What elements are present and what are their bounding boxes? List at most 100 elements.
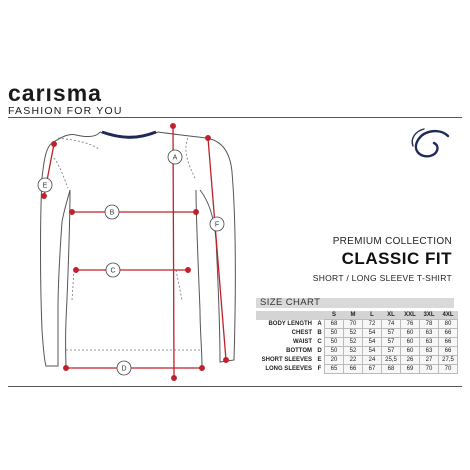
row-code: E xyxy=(315,355,325,365)
table-cell: 80 xyxy=(438,319,458,329)
row-label: CHEST xyxy=(256,328,315,338)
row-code: F xyxy=(315,364,325,374)
table-cell: 57 xyxy=(381,346,401,356)
row-code: D xyxy=(315,346,325,356)
table-cell: 74 xyxy=(381,319,401,329)
table-cell: 66 xyxy=(438,337,458,347)
marker-letter-e: E xyxy=(43,183,48,190)
marker-letter-b: B xyxy=(110,210,115,217)
table-cell: 52 xyxy=(343,346,363,356)
table-cell: 68 xyxy=(324,319,344,329)
measure-marker-b: B xyxy=(104,204,120,220)
table-cell: 26 xyxy=(400,355,420,365)
tshirt-outline xyxy=(40,131,236,369)
row-label: BODY LENGTH xyxy=(256,319,315,329)
table-cell: 66 xyxy=(438,346,458,356)
collection-label: PREMIUM COLLECTION xyxy=(332,236,452,247)
product-title-block: PREMIUM COLLECTION CLASSIC FIT SHORT / L… xyxy=(250,236,452,283)
table-cell: 50 xyxy=(324,337,344,347)
table-cell: 70 xyxy=(419,364,439,374)
size-header-cell: L xyxy=(362,311,382,320)
table-row: BOTTOM D 50 52 54 57 60 63 66 xyxy=(256,346,458,356)
table-cell: 57 xyxy=(381,328,401,338)
size-header-cell: 4XL xyxy=(438,311,458,320)
marker-letter-c: C xyxy=(110,268,115,275)
size-chart-header: SIZE CHART xyxy=(256,297,454,308)
row-label: BOTTOM xyxy=(256,346,315,356)
table-cell: 70 xyxy=(438,364,458,374)
size-guide-frame xyxy=(8,117,462,387)
table-cell: 52 xyxy=(343,337,363,347)
collar-trim xyxy=(101,130,157,139)
row-code: A xyxy=(315,319,325,329)
row-code: C xyxy=(315,337,325,347)
table-cell: 50 xyxy=(324,346,344,356)
table-cell: 72 xyxy=(362,319,382,329)
table-row: CHEST B 50 52 54 57 60 63 66 xyxy=(256,328,458,338)
table-cell: 69 xyxy=(400,364,420,374)
size-chart-title: SIZE CHART xyxy=(260,297,321,308)
size-header-cell: S xyxy=(324,311,344,320)
table-cell: 50 xyxy=(324,328,344,338)
marker-letter-f: F xyxy=(215,222,219,229)
measure-line-a xyxy=(172,125,175,379)
table-cell: 67 xyxy=(362,364,382,374)
stitch-lines xyxy=(53,137,200,351)
table-cell: 27 xyxy=(419,355,439,365)
row-label: LONG SLEEVES xyxy=(256,364,315,374)
style-label: SHORT / LONG SLEEVE T-SHIRT xyxy=(312,273,452,283)
table-row: BODY LENGTH A 68 70 72 74 76 78 80 xyxy=(256,319,458,329)
size-header-cell: XL xyxy=(381,311,401,320)
brand-logo: carısma FASHION FOR YOU xyxy=(8,82,123,118)
table-cell: 27,5 xyxy=(438,355,458,365)
table-cell: 60 xyxy=(400,337,420,347)
table-cell: 70 xyxy=(343,319,363,329)
table-cell: 54 xyxy=(362,337,382,347)
table-cell: 20 xyxy=(324,355,344,365)
header-blank xyxy=(256,311,315,320)
size-header-row: S M L XL XXL 3XL 4XL xyxy=(256,311,458,320)
table-cell: 52 xyxy=(343,328,363,338)
table-cell: 63 xyxy=(419,337,439,347)
row-code: B xyxy=(315,328,325,338)
row-label: SHORT SLEEVES xyxy=(256,355,315,365)
table-cell: 54 xyxy=(362,346,382,356)
measure-marker-a: A xyxy=(167,149,183,165)
table-cell: 22 xyxy=(343,355,363,365)
swirl-logo-icon xyxy=(411,128,450,158)
header-blank xyxy=(315,311,325,320)
fit-label: CLASSIC FIT xyxy=(341,249,452,268)
measure-marker-c: C xyxy=(105,262,121,278)
table-cell: 76 xyxy=(400,319,420,329)
table-row: LONG SLEEVES F 65 66 67 68 69 70 70 xyxy=(256,364,458,374)
measure-marker-f: F xyxy=(209,216,225,232)
size-header-cell: XXL xyxy=(400,311,420,320)
measure-marker-e: E xyxy=(37,177,53,193)
table-cell: 68 xyxy=(381,364,401,374)
measure-line-f xyxy=(207,137,227,361)
table-cell: 24 xyxy=(362,355,382,365)
marker-letter-d: D xyxy=(121,366,126,373)
row-label: WAIST xyxy=(256,337,315,347)
size-table: S M L XL XXL 3XL 4XL BODY LENGTH A 68 70… xyxy=(256,311,458,374)
size-header-cell: M xyxy=(343,311,363,320)
table-cell: 63 xyxy=(419,328,439,338)
table-cell: 66 xyxy=(343,364,363,374)
table-cell: 65 xyxy=(324,364,344,374)
marker-letter-a: A xyxy=(173,155,178,162)
size-header-cell: 3XL xyxy=(419,311,439,320)
table-cell: 54 xyxy=(362,328,382,338)
measure-lines xyxy=(41,123,229,381)
brand-tagline: FASHION FOR YOU xyxy=(8,105,123,117)
table-cell: 78 xyxy=(419,319,439,329)
table-cell: 60 xyxy=(400,346,420,356)
table-row: WAIST C 50 52 54 57 60 63 66 xyxy=(256,337,458,347)
measure-marker-d: D xyxy=(116,360,132,376)
table-row: SHORT SLEEVES E 20 22 24 25,5 26 27 27,5 xyxy=(256,355,458,365)
table-cell: 66 xyxy=(438,328,458,338)
table-cell: 25,5 xyxy=(381,355,401,365)
table-cell: 60 xyxy=(400,328,420,338)
table-cell: 63 xyxy=(419,346,439,356)
table-cell: 57 xyxy=(381,337,401,347)
